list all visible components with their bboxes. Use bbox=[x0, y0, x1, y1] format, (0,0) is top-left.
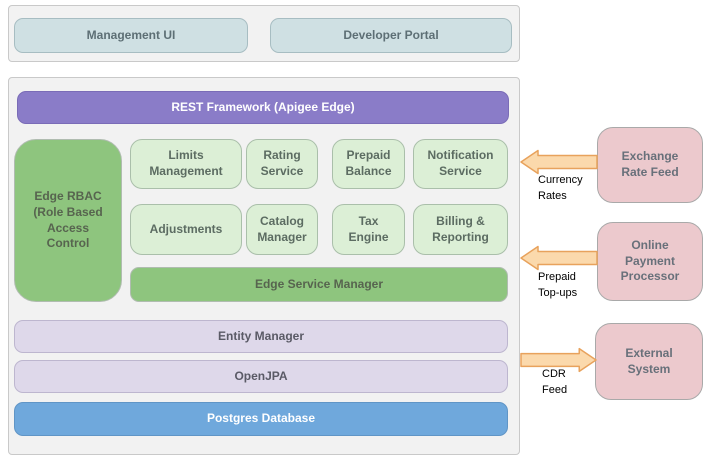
rest-framework-label: REST Framework (Apigee Edge) bbox=[171, 99, 355, 114]
prepaid-topups-arrow-icon bbox=[520, 245, 598, 271]
service-box-adjustments: Adjustments bbox=[130, 204, 242, 255]
openjpa-bar: OpenJPA bbox=[14, 360, 508, 393]
postgres-database-bar: Postgres Database bbox=[14, 402, 508, 436]
exchange-rate-feed-box: Exchange Rate Feed bbox=[597, 127, 703, 203]
exchange-rate-feed-label: Exchange Rate Feed bbox=[621, 149, 679, 179]
service-box-notification-service: Notification Service bbox=[413, 139, 508, 189]
cdr-feed-arrow-icon bbox=[520, 347, 597, 373]
billing-reporting-label: Billing & Reporting bbox=[432, 213, 489, 244]
edge-service-manager-bar: Edge Service Manager bbox=[130, 267, 508, 302]
external-system-label: External System bbox=[625, 345, 673, 376]
limits-management-label: Limits Management bbox=[149, 148, 223, 178]
adjustments-label: Adjustments bbox=[149, 221, 223, 236]
online-payment-processor-label: Online Payment Processor bbox=[620, 238, 680, 284]
currency-rates-label: Currency Rates bbox=[538, 174, 583, 202]
online-payment-processor-box: Online Payment Processor bbox=[597, 222, 703, 301]
developer-portal-label: Developer Portal bbox=[343, 27, 439, 42]
service-box-billing-reporting: Billing & Reporting bbox=[413, 204, 508, 255]
prepaid-balance-label: Prepaid Balance bbox=[345, 148, 392, 178]
service-box-tax-engine: Tax Engine bbox=[332, 204, 405, 255]
tax-engine-label: Tax Engine bbox=[348, 213, 389, 244]
developer-portal-box: Developer Portal bbox=[270, 18, 512, 53]
catalog-manager-label: Catalog Manager bbox=[257, 213, 307, 244]
management-ui-box: Management UI bbox=[14, 18, 248, 53]
edge-service-manager-label: Edge Service Manager bbox=[254, 276, 384, 291]
postgres-database-label: Postgres Database bbox=[206, 411, 316, 426]
service-box-limits-management: Limits Management bbox=[130, 139, 242, 189]
cdr-feed-label: CDR Feed bbox=[542, 368, 568, 396]
service-box-prepaid-balance: Prepaid Balance bbox=[332, 139, 405, 189]
service-box-catalog-manager: Catalog Manager bbox=[246, 204, 318, 255]
notification-service-label: Notification Service bbox=[427, 148, 494, 178]
service-box-rating-service: Rating Service bbox=[246, 139, 318, 189]
rating-service-label: Rating Service bbox=[260, 148, 304, 178]
prepaid-topups-label: Prepaid Top-ups bbox=[538, 271, 578, 299]
edge-rbac-box: Edge RBAC (Role Based Access Control bbox=[14, 139, 122, 302]
openjpa-label: OpenJPA bbox=[234, 368, 288, 383]
entity-manager-label: Entity Manager bbox=[217, 328, 304, 343]
currency-rates-arrow-icon bbox=[520, 149, 598, 175]
management-ui-label: Management UI bbox=[86, 27, 176, 42]
entity-manager-bar: Entity Manager bbox=[14, 320, 508, 353]
edge-rbac-label: Edge RBAC (Role Based Access Control bbox=[33, 189, 103, 251]
rest-framework-bar: REST Framework (Apigee Edge) bbox=[17, 91, 509, 124]
external-system-box: External System bbox=[595, 323, 703, 400]
